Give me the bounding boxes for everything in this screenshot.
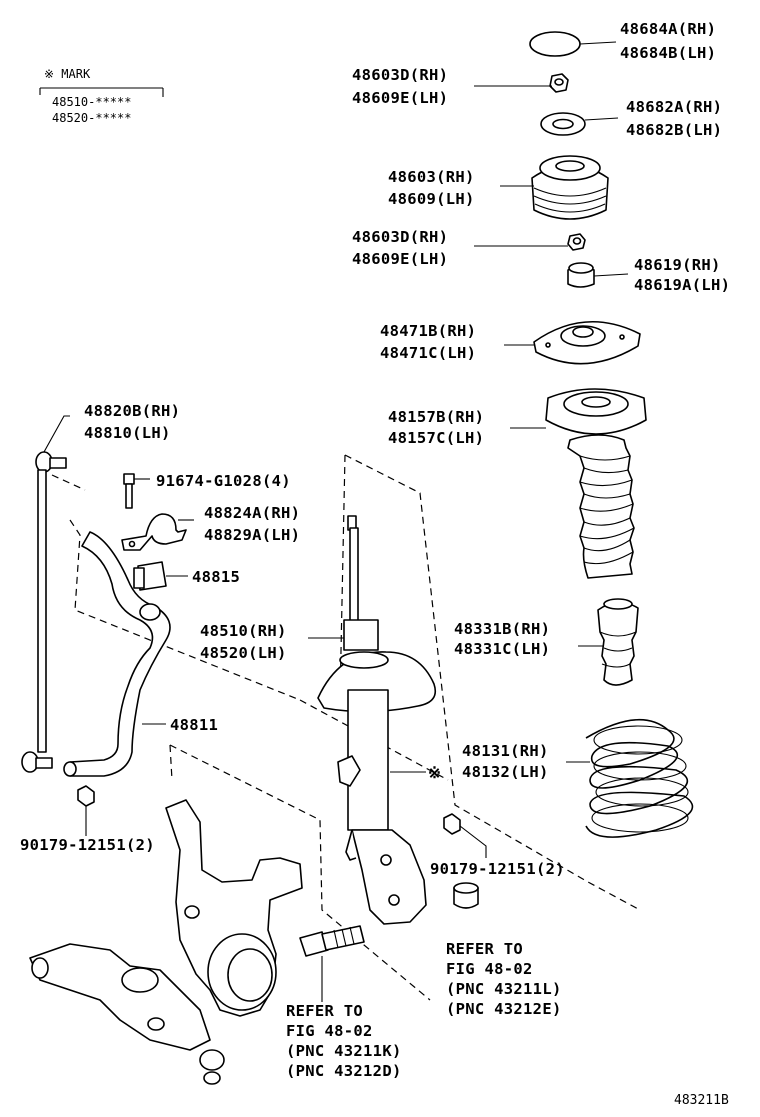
refer-bottom-line-4: (PNC 43212D) [286,1062,402,1080]
label-48824A: 48824A(RH) [204,504,300,522]
bolt-91674 [123,473,150,509]
refer-bottom-line-1: REFER TO [286,1002,363,1020]
cap-48684 [529,31,617,57]
label-48684B: 48684B(LH) [620,44,716,62]
label-48471C: 48471C(LH) [380,344,476,362]
stabilizer-link-48820 [21,415,70,773]
boot-48157 [510,388,647,579]
label-48603: 48603(RH) [388,168,475,186]
refer-right-line-2: FIG 48-02 [446,960,533,978]
mark-legend: ※ MARK 48510-***** 48520-***** [39,67,164,125]
refer-right-line-4: (PNC 43212E) [446,1000,562,1018]
label-48609E-top: 48609E(LH) [352,89,448,107]
label-48619: 48619(RH) [634,256,721,274]
label-48609E-second: 48609E(LH) [352,250,448,268]
mark-legend-line-1: 48510-***** [52,95,131,109]
label-48132: 48132(LH) [462,763,549,781]
steering-knuckle [165,799,303,1017]
coil-spring-48131 [566,718,694,838]
lower-arm [29,943,225,1085]
label-48157B: 48157B(RH) [388,408,484,426]
refer-right-line-3: (PNC 43211L) [446,980,562,998]
label-48810: 48810(LH) [84,424,171,442]
label-48331C: 48331C(LH) [454,640,550,658]
label-48603D-second: 48603D(RH) [352,228,448,246]
bushing-48619 [567,262,629,288]
support-48471 [504,320,641,365]
label-48157C: 48157C(LH) [388,429,484,447]
stabilizer-bar-48811 [63,531,171,777]
label-90179-right: 90179-12151(2) [430,860,565,878]
label-48682B: 48682B(LH) [626,121,722,139]
nut-48603d-top [474,73,569,93]
bolt-lower [299,925,365,1002]
bushing-48815 [133,561,188,591]
label-48811: 48811 [170,716,218,734]
nut-90179-left [77,785,95,836]
label-48820B: 48820B(RH) [84,402,180,420]
label-91674: 91674-G1028(4) [156,472,291,490]
label-48684A: 48684A(RH) [620,20,716,38]
bushing-lower-right [453,882,479,909]
label-90179-left: 90179-12151(2) [20,836,155,854]
bearing-48603 [500,155,609,220]
refer-bottom-line-3: (PNC 43211K) [286,1042,402,1060]
label-48619A: 48619A(LH) [634,276,730,294]
label-48131: 48131(RH) [462,742,549,760]
nut-90179-right [443,813,487,858]
refer-right-line-1: REFER TO [446,940,523,958]
label-48682A: 48682A(RH) [626,98,722,116]
label-48510: 48510(RH) [200,622,287,640]
bump-stopper-48331 [578,598,639,686]
label-48815: 48815 [192,568,240,586]
label-48471B: 48471B(RH) [380,322,476,340]
mark-legend-title: ※ MARK [44,67,91,81]
figure-id: 483211B [674,1093,729,1108]
mark-legend-line-2: 48520-***** [52,111,131,125]
label-48603D-top: 48603D(RH) [352,66,448,84]
label-48829A: 48829A(LH) [204,526,300,544]
part-labels: 48684A(RH) 48684B(LH) 48603D(RH) 48609E(… [20,20,730,1108]
label-48609: 48609(LH) [388,190,475,208]
label-mark-symbol: ※ [428,764,441,782]
refer-bottom-line-2: FIG 48-02 [286,1022,373,1040]
label-48520: 48520(LH) [200,644,287,662]
nut-48603d-second [474,233,586,251]
strut-48510 [308,515,437,925]
bracket-48824 [121,513,194,551]
label-48331B: 48331B(RH) [454,620,550,638]
washer-48682 [540,112,619,136]
